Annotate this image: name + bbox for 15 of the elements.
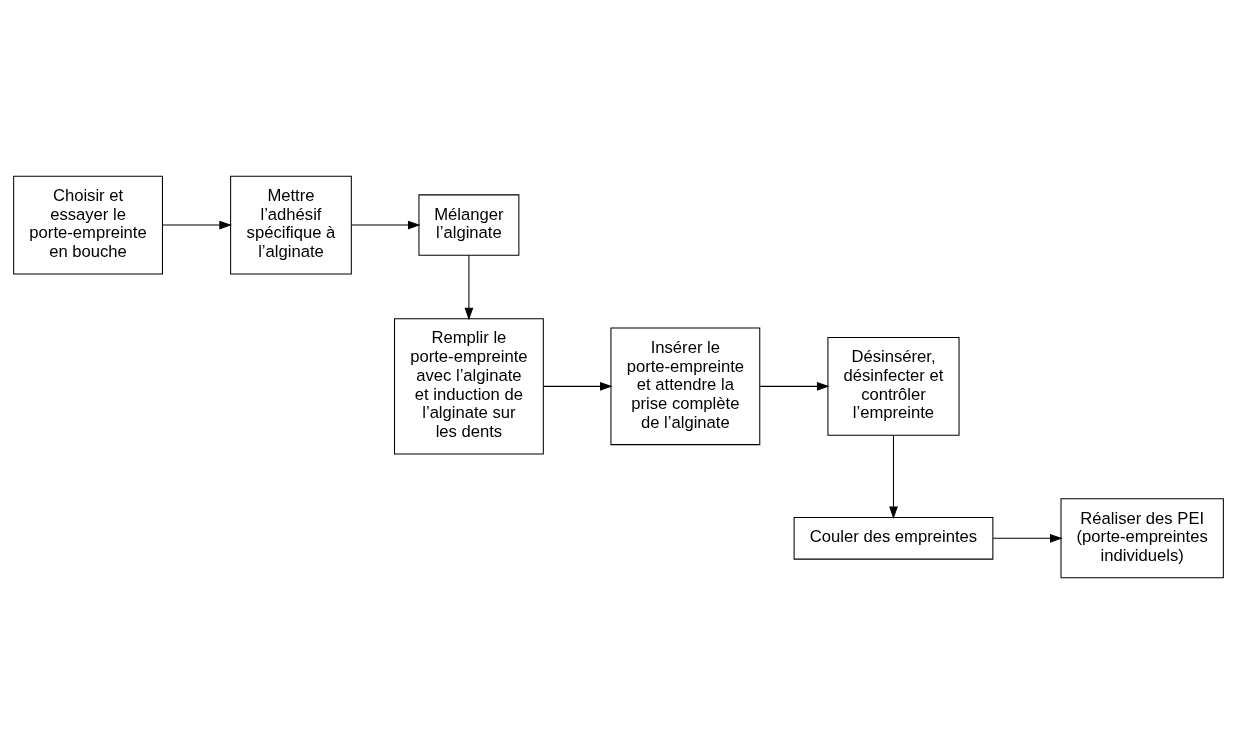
arrow <box>759 381 830 391</box>
node-box: Couler des empreintes <box>793 516 994 560</box>
node-box: Désinsérer, désinfecter et contrôler l’empreinte <box>827 336 960 436</box>
arrow <box>889 434 898 519</box>
node-box: Insérer le porte-empreinte et attendre la prise complète de l’alginate <box>610 327 761 445</box>
node-box: Mélanger l’alginate <box>418 193 520 256</box>
node-box: Choisir et essayer le porte-empreinte en bouche <box>13 175 163 274</box>
arrow <box>543 381 613 391</box>
arrow <box>162 220 232 229</box>
arrow <box>464 254 474 320</box>
node-box: Réaliser des PEI (porte-empreintes individuels) <box>1060 497 1224 578</box>
node-box: Remplir le porte-empreinte avec l’alginate et induction de l’alginate sur les dents <box>394 317 544 455</box>
node-box: Mettre l’adhésif spécifique à l’alginate <box>230 175 352 274</box>
arrow <box>992 533 1063 543</box>
arrow <box>350 220 421 229</box>
